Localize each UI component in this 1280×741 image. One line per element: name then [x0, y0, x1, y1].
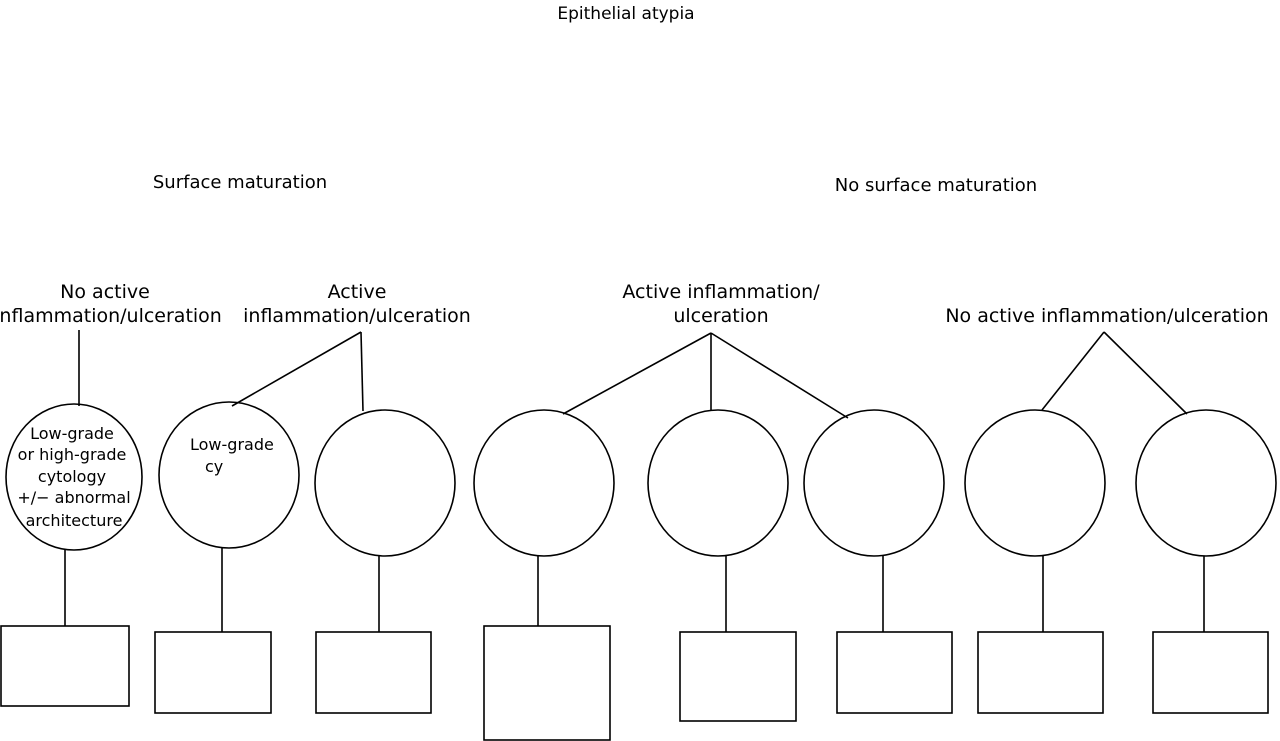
box-node: [1152, 631, 1269, 714]
header-line: inflammation/ulceration: [0, 305, 222, 327]
header-line: inflammation/ulceration: [243, 305, 471, 327]
circle-node-low-grade-text: Low-grade cy: [190, 435, 274, 476]
circle-node: [314, 409, 456, 557]
header-active-inflammation-right: Active inflammation/ ulceration: [622, 281, 820, 327]
box-node: [679, 631, 797, 722]
connector-lines: [64, 330, 1205, 632]
header-active-inflammation-left: Active inflammation/ulceration: [243, 281, 471, 327]
edge: [1041, 331, 1105, 411]
circle-node: [803, 409, 945, 557]
header-line: ulceration: [673, 305, 768, 327]
box-node: [0, 625, 130, 707]
diagram-title: Epithelial atypia: [557, 4, 694, 24]
edge: [562, 332, 712, 415]
box-node: [483, 625, 611, 741]
node-line: Low-grade: [30, 424, 114, 443]
circle-node: [964, 409, 1106, 557]
circle-node-low-grade: [158, 401, 300, 549]
group-label-surface-maturation: Surface maturation: [153, 172, 327, 193]
edge: [710, 332, 849, 419]
edge: [360, 331, 364, 412]
node-line: cy: [205, 457, 223, 476]
circle-node: [647, 409, 789, 557]
circle-node-cytology-text: Low-grade or high-grade cytology +/− abn…: [17, 424, 130, 530]
circle-node: [473, 409, 615, 557]
edge: [1103, 331, 1188, 415]
group-label-no-surface-maturation: No surface maturation: [835, 175, 1037, 196]
box-nodes: [0, 625, 1269, 741]
header-no-active-inflammation-right: No active inflammation/ulceration: [945, 305, 1268, 327]
node-line: cytology: [38, 467, 106, 486]
box-node: [315, 631, 432, 714]
circle-node: [1135, 409, 1277, 557]
circle-nodes: [5, 401, 1277, 557]
node-line: +/− abnormal: [17, 488, 130, 507]
node-line: architecture: [26, 511, 123, 530]
box-node: [154, 631, 272, 714]
header-no-active-inflammation-left: No active inflammation/ulceration: [0, 281, 222, 327]
header-line: Active: [328, 281, 387, 303]
circle-node-cytology: [5, 403, 143, 551]
header-line: Active inflammation/: [622, 281, 820, 303]
edge: [231, 331, 362, 407]
node-line: Low-grade: [190, 435, 274, 454]
box-node: [836, 631, 953, 714]
header-line: No active: [60, 281, 150, 303]
header-line: No active inflammation/ulceration: [945, 305, 1268, 327]
node-line: or high-grade: [18, 445, 127, 464]
box-node: [977, 631, 1104, 714]
